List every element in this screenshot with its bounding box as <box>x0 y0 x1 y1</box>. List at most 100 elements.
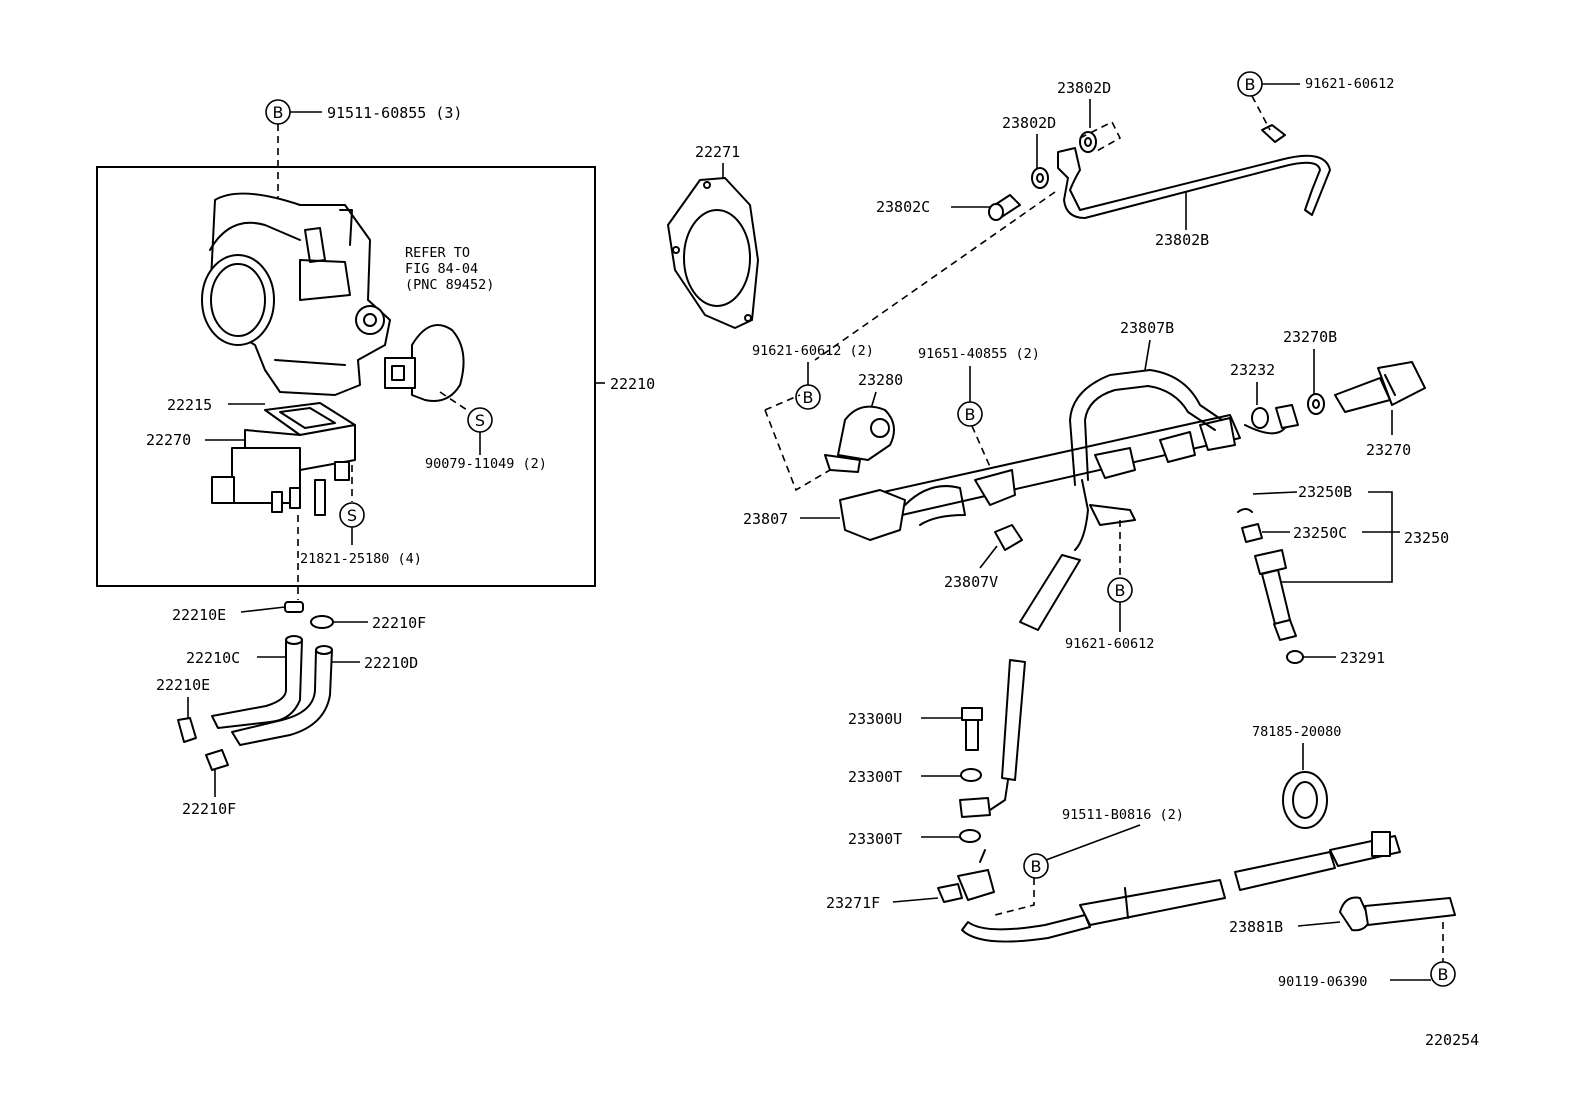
part-label-90079-11049: 90079-11049 (2) <box>425 456 547 472</box>
note-line-2: FIG 84-04 <box>405 261 478 277</box>
part-label-23300U: 23300U <box>848 710 902 728</box>
part-label-91511-B0816: 91511-B0816 (2) <box>1062 807 1184 823</box>
svg-text:B: B <box>1245 75 1256 94</box>
part-label-23802D-mid: 23802D <box>1002 114 1056 132</box>
part-label-23802C: 23802C <box>876 198 930 216</box>
part-label-23802D-top: 23802D <box>1057 79 1111 97</box>
bolt-badge-fuel-pipe: B <box>1237 71 1263 97</box>
bolt-badge-hose: B <box>1023 853 1049 879</box>
part-label-21821-25180: 21821-25180 (4) <box>300 551 422 567</box>
delivery-pipe-23807 <box>839 414 1241 541</box>
fuel-hose-bracket <box>1074 479 1136 551</box>
svg-text:B: B <box>1115 581 1126 600</box>
part-label-23881B: 23881B <box>1229 918 1283 936</box>
part-label-23300T-top: 23300T <box>848 768 902 786</box>
clamp-78185-20080 <box>1282 771 1328 829</box>
grommet-23250C <box>1241 523 1263 543</box>
hose-22210D <box>231 645 333 746</box>
o-ring-23291 <box>1286 650 1304 664</box>
part-label-22210C: 22210C <box>186 649 240 667</box>
insulator-23807V <box>994 524 1023 551</box>
hose-clamp-22210E <box>284 601 304 613</box>
screw-badge-isc: S <box>339 502 365 528</box>
fuel-injector-23250 <box>1254 549 1297 641</box>
part-label-91511-60855: 91511-60855 (3) <box>327 104 462 122</box>
fuel-hose-assembly <box>961 831 1401 943</box>
part-label-91621-60612-top: 91621-60612 <box>1305 76 1394 92</box>
throttle-position-sensor <box>384 324 465 402</box>
part-label-23270B: 23270B <box>1283 328 1337 346</box>
part-label-23271F: 23271F <box>826 894 880 912</box>
svg-text:B: B <box>1031 857 1042 876</box>
svg-text:B: B <box>273 103 284 122</box>
note-line-3: (PNC 89452) <box>405 277 494 293</box>
gasket-22271 <box>667 177 759 329</box>
svg-text:S: S <box>475 411 485 430</box>
part-label-23807: 23807 <box>743 510 788 528</box>
return-pipe-23807B <box>1069 369 1223 486</box>
pulsation-damper-pipe-23232 <box>1244 404 1299 435</box>
part-label-23807B: 23807B <box>1120 319 1174 337</box>
part-label-91651-40855: 91651-40855 (2) <box>918 346 1040 362</box>
throttle-body-group-frame <box>96 166 596 587</box>
figure-number: 220254 <box>1425 1031 1479 1049</box>
part-label-22210: 22210 <box>610 375 655 393</box>
hose-clip-22210E <box>177 717 197 743</box>
part-label-22210D: 22210D <box>364 654 418 672</box>
part-label-22215: 22215 <box>167 396 212 414</box>
bolt-badge-delivery-pipe: B <box>957 401 983 427</box>
part-label-22210F-bottom: 22210F <box>182 800 236 818</box>
svg-text:B: B <box>803 388 814 407</box>
svg-text:S: S <box>347 506 357 525</box>
gasket-23270B <box>1307 393 1325 415</box>
part-label-22210E-bottom: 22210E <box>156 676 210 694</box>
pressure-regulator-23280 <box>824 405 895 473</box>
screw-badge-sensor: S <box>467 407 493 433</box>
part-label-23270: 23270 <box>1366 441 1411 459</box>
clamp-23881B <box>1339 896 1456 932</box>
bolt-badge-pressure-regulator: B <box>795 384 821 410</box>
gasket-23300T-a <box>960 768 982 782</box>
hose-clip-22210F <box>205 749 229 771</box>
part-label-91621-60612-mid: 91621-60612 <box>1065 636 1154 652</box>
part-label-23802B: 23802B <box>1155 231 1209 249</box>
part-label-90119-06390: 90119-06390 <box>1278 974 1367 990</box>
part-label-22210E-top: 22210E <box>172 606 226 624</box>
o-ring-23250B <box>1237 508 1253 513</box>
union-bolt-23802C <box>988 194 1021 221</box>
fuel-hose-upper <box>1019 554 1081 631</box>
fuel-pipe-23802B <box>1057 124 1331 219</box>
hose-clamp-22210F <box>310 615 334 629</box>
gasket-23802D-b <box>1031 167 1049 189</box>
note-line-1: REFER TO <box>405 245 470 261</box>
hose-22210C <box>211 635 303 729</box>
part-label-23280: 23280 <box>858 371 903 389</box>
part-label-22271: 22271 <box>695 143 740 161</box>
hose-fitting-23271F <box>937 849 995 903</box>
svg-text:B: B <box>1438 965 1449 984</box>
part-label-78185-20080: 78185-20080 <box>1252 724 1341 740</box>
union-fitting <box>959 797 991 818</box>
bolt-badge-throttle: B <box>265 99 291 125</box>
gasket-23802D-a <box>1079 131 1097 153</box>
part-label-22210F-top: 22210F <box>372 614 426 632</box>
gasket-23300T-b <box>959 829 981 843</box>
part-label-23291: 23291 <box>1340 649 1385 667</box>
part-label-23232: 23232 <box>1230 361 1275 379</box>
bolt-badge-clamp: B <box>1430 961 1456 987</box>
pulsation-damper-23270 <box>1334 361 1426 413</box>
part-label-23300T-bottom: 23300T <box>848 830 902 848</box>
isc-valve <box>211 402 356 516</box>
part-label-23250: 23250 <box>1404 529 1449 547</box>
bolt-badge-bracket: B <box>1107 577 1133 603</box>
part-label-23807V: 23807V <box>944 573 998 591</box>
part-label-22270: 22270 <box>146 431 191 449</box>
throttle-body <box>201 192 391 396</box>
union-bolt-23300U <box>961 707 983 751</box>
svg-text:B: B <box>965 405 976 424</box>
part-label-23250C: 23250C <box>1293 524 1347 542</box>
part-label-23250B: 23250B <box>1298 483 1352 501</box>
part-label-91621-60612-2: 91621-60612 (2) <box>752 343 874 359</box>
fuel-hose-lower <box>989 659 1026 811</box>
